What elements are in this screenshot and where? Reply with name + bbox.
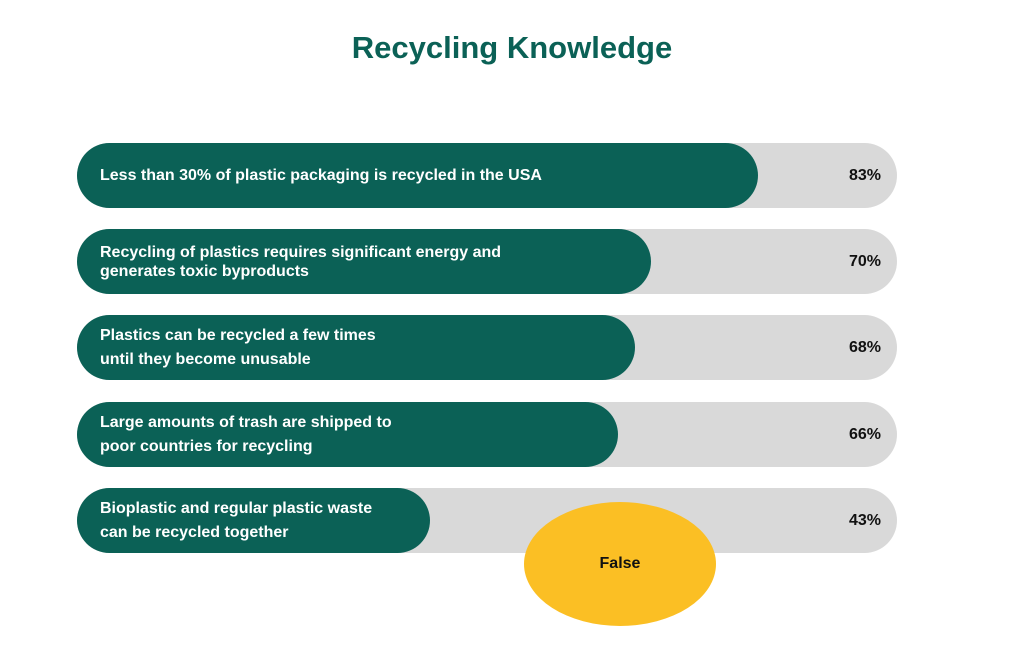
bar-track: Plastics can be recycled a few times unti… bbox=[77, 315, 897, 380]
bar-value-label: 68% bbox=[848, 339, 881, 356]
bar-label: Bioplastic and regular plastic waste can … bbox=[100, 488, 372, 553]
bar-label: Recycling of plastics requires significa… bbox=[100, 229, 501, 294]
bar-label-line: Less than 30% of plastic packaging is re… bbox=[100, 166, 542, 184]
bar-label-line: until they become unusable bbox=[100, 350, 311, 368]
bar-value-label: 83% bbox=[848, 167, 881, 184]
annotation-label: False bbox=[599, 555, 641, 572]
bar-label-line: Bioplastic and regular plastic waste bbox=[100, 499, 373, 517]
bar-label-line: poor countries for recycling bbox=[100, 437, 313, 455]
bar-value-label: 70% bbox=[848, 253, 881, 270]
bar-track: Less than 30% of plastic packaging is re… bbox=[77, 143, 897, 208]
bar-label: Plastics can be recycled a few times unti… bbox=[100, 315, 376, 380]
bar-track: Recycling of plastics requires significa… bbox=[77, 229, 897, 294]
chart-title: Recycling Knowledge bbox=[351, 30, 673, 65]
false-annotation: False bbox=[524, 502, 716, 626]
bar-label: Less than 30% of plastic packaging is re… bbox=[100, 143, 542, 208]
bar-value-label: 66% bbox=[848, 426, 881, 443]
bar-label: Large amounts of trash are shipped to poo… bbox=[100, 402, 392, 467]
bar-label-line: generates toxic byproducts bbox=[100, 262, 309, 280]
bar-label-line: Large amounts of trash are shipped to bbox=[100, 413, 392, 431]
bar-fill bbox=[77, 315, 635, 380]
bar-track: Large amounts of trash are shipped to poo… bbox=[77, 402, 897, 467]
bar-label-line: Recycling of plastics requires significa… bbox=[100, 243, 502, 261]
bar-value-label: 43% bbox=[848, 512, 881, 529]
bar-track: Bioplastic and regular plastic waste can … bbox=[77, 488, 897, 553]
bar-label-line: Plastics can be recycled a few times bbox=[100, 326, 376, 344]
bar-fill bbox=[77, 143, 758, 208]
bar-fill bbox=[77, 488, 430, 553]
bar-label-line: can be recycled together bbox=[100, 523, 289, 541]
bar-fill bbox=[77, 229, 651, 294]
bar-fill bbox=[77, 402, 619, 467]
